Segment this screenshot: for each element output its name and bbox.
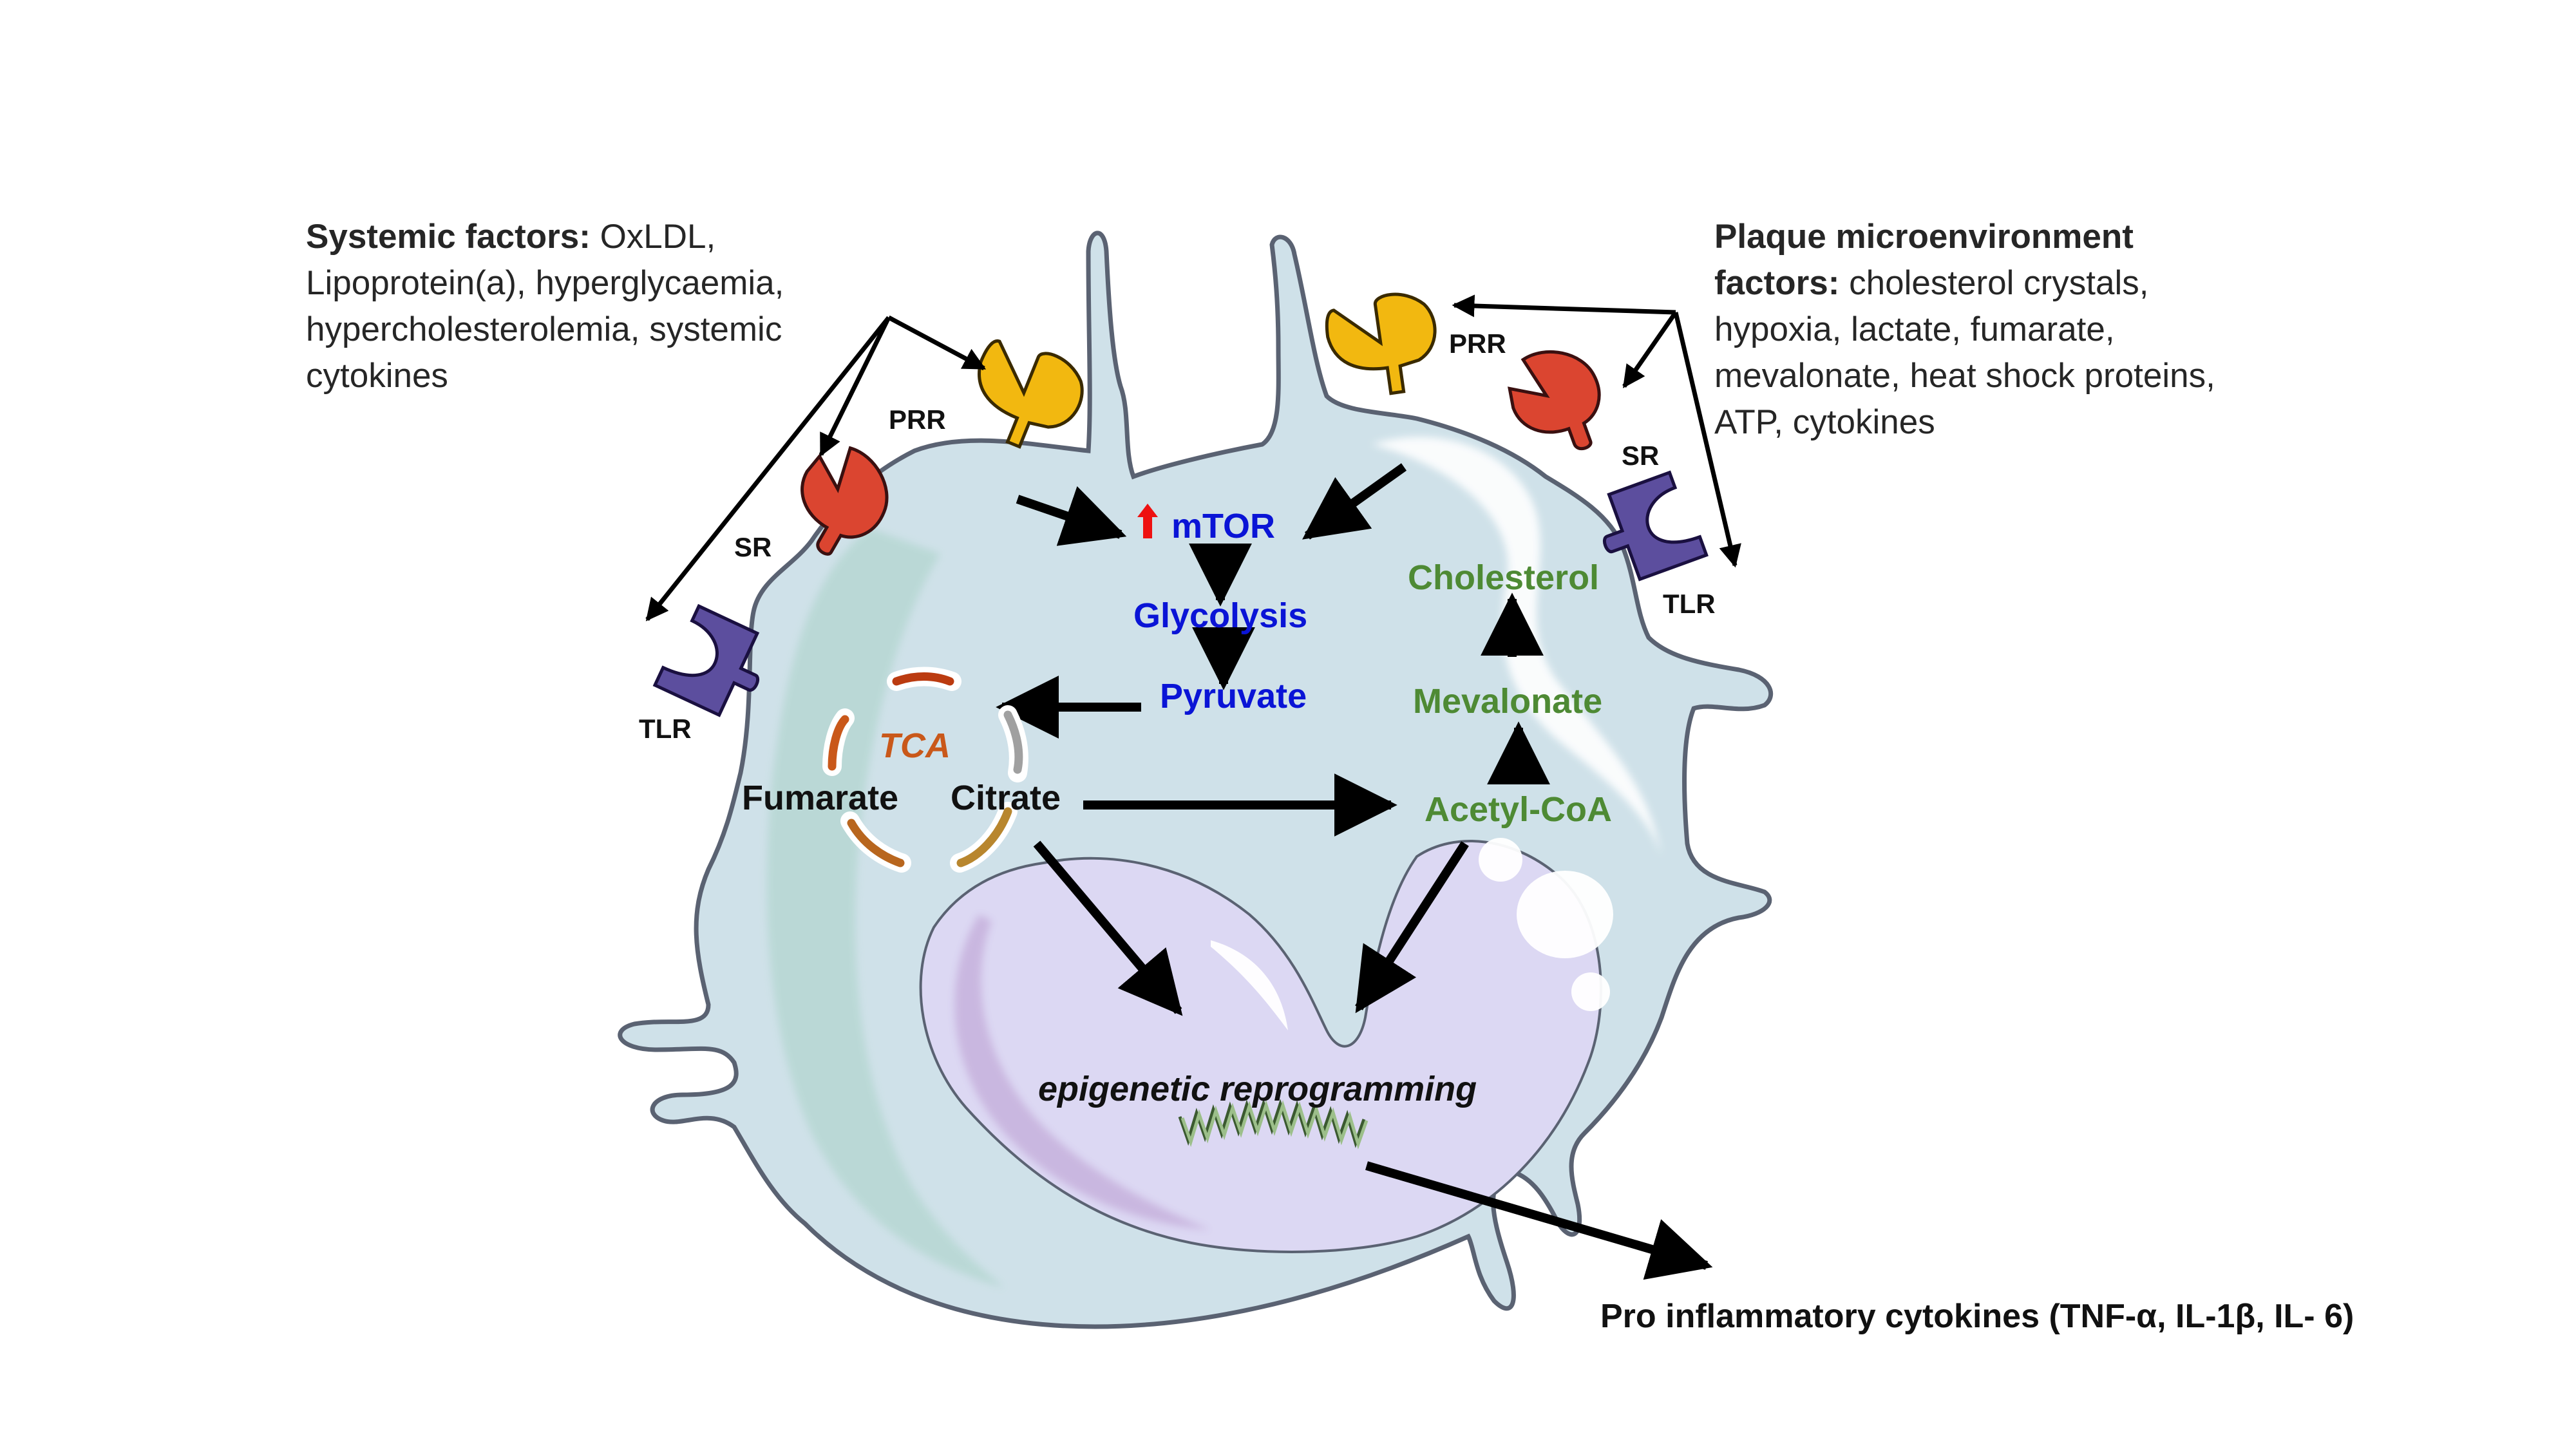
plaque-factor-arrows: [1452, 294, 1741, 568]
vesicle: [1479, 838, 1522, 882]
mevalonate-label: Mevalonate: [1413, 682, 1603, 721]
mtor-label: mTOR: [1171, 507, 1276, 545]
nucleus-envelope: [919, 840, 1602, 1253]
citrate-label: Citrate: [951, 779, 1061, 817]
arrow-acetylcoa-to-nucleus: [1355, 841, 1469, 1014]
prr-label-right: PRR: [1449, 328, 1506, 359]
nucleus: [919, 838, 1613, 1253]
epigenetic-reprogramming-label: epigenetic reprogramming: [1038, 1070, 1477, 1108]
arrow-left-receptors-to-mtor: [1016, 486, 1127, 546]
tlr-label-right: TLR: [1663, 589, 1716, 619]
arrow-dna-to-cytokines: [1365, 1161, 1713, 1280]
systemic-factor-arrows: [645, 315, 987, 621]
plaque-factors-text: Plaque microenvironment factors: cholest…: [1714, 218, 2215, 441]
cytoplasm-shade: [766, 528, 1005, 1288]
pyruvate-label: Pyruvate: [1160, 677, 1307, 715]
prr-label-left: PRR: [889, 404, 946, 435]
tca-arrow: [950, 802, 1018, 873]
arrow-to-prr-right: [1452, 294, 1676, 317]
tlr-receptor-left: [652, 603, 760, 717]
sr-receptor-right: [1508, 350, 1601, 451]
arrow-to-sr-left: [819, 316, 891, 457]
fumarate-label: Fumarate: [742, 779, 899, 817]
tca-cycle-arrows: [822, 667, 1028, 873]
nucleus-highlight: [1211, 940, 1288, 1030]
vesicle: [1517, 871, 1613, 958]
arrow-right-receptors-to-mtor: [1302, 463, 1407, 540]
vesicle: [1571, 972, 1610, 1011]
tca-arrow: [822, 708, 855, 776]
arrow-to-prr-left: [887, 315, 987, 371]
tlr-label-left: TLR: [639, 714, 692, 744]
systemic-factors-text: Systemic factors: OxLDL, Lipoprotein(a),…: [306, 218, 784, 395]
acetyl-coa-label: Acetyl-CoA: [1425, 790, 1613, 829]
tca-arrow: [840, 811, 911, 873]
pro-inflammatory-cytokines-label: Pro inflammatory cytokines (TNF-α, IL-1β…: [1600, 1298, 2354, 1335]
sr-label-right: SR: [1622, 440, 1660, 471]
tca-arrow: [887, 667, 961, 691]
cholesterol-label: Cholesterol: [1408, 558, 1600, 597]
systemic-factors-heading: Systemic factors:: [306, 218, 591, 256]
sr-label-left: SR: [734, 532, 772, 562]
dna-helix-icon: [1178, 1098, 1368, 1150]
glycolysis-label: Glycolysis: [1133, 596, 1308, 635]
sr-receptor-left: [800, 446, 889, 556]
arrow-to-tlr-right: [1673, 312, 1741, 568]
tca-label: TCA: [879, 726, 951, 765]
plaque-factors-heading: Plaque microenvironment: [1714, 218, 2134, 256]
prr-receptor-right: [1325, 292, 1437, 395]
arrow-to-sr-right: [1622, 311, 1678, 388]
nucleus-shade: [954, 914, 1211, 1230]
arrow-to-tlr-left: [645, 316, 891, 621]
tca-arrow: [998, 705, 1028, 782]
up-arrow-icon: [1137, 504, 1158, 538]
arrow-citrate-to-nucleus: [1033, 840, 1183, 1016]
tlr-receptor-right: [1603, 470, 1709, 582]
pathway-arrows: [996, 463, 1713, 1280]
